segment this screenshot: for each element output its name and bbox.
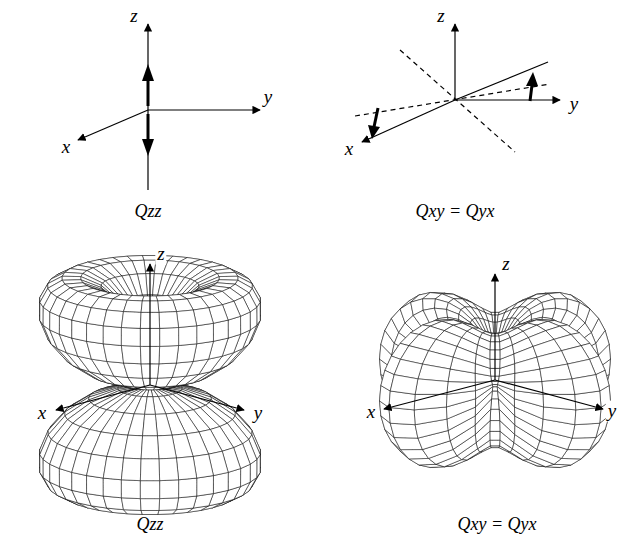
mesh-cell (475, 409, 491, 434)
mesh-cell (179, 326, 197, 346)
dipole-arrows (368, 72, 538, 139)
mesh-cell (490, 421, 500, 432)
mesh-cell (124, 435, 143, 459)
mesh-cell (140, 481, 159, 499)
mesh-cell (103, 310, 123, 327)
dipole-arrows (142, 64, 154, 156)
mesh-cell (197, 323, 214, 344)
mesh-cell (62, 272, 83, 276)
mesh-cell (157, 435, 176, 459)
radiation-pattern (40, 256, 611, 515)
mesh-cell (491, 399, 500, 409)
mesh-cell (87, 476, 104, 496)
mesh-cell (128, 414, 145, 436)
mesh-cell (217, 272, 238, 276)
mesh-cell (121, 327, 140, 346)
mesh-cell (103, 496, 123, 510)
mesh-cell (128, 377, 145, 387)
mesh-cell (159, 312, 179, 329)
mesh-cell (492, 381, 499, 384)
mesh-cell (121, 312, 141, 329)
mesh-cell (160, 480, 179, 499)
mesh-cell (515, 357, 540, 373)
mesh-cell (145, 397, 156, 415)
mesh-cell (390, 423, 418, 438)
mesh-cell (499, 409, 515, 434)
mesh-cell (121, 458, 141, 481)
mesh-cell (140, 459, 159, 481)
mesh-cell (434, 308, 447, 319)
mesh-cell (103, 456, 123, 479)
mesh-cell (141, 510, 159, 514)
mesh-cell (158, 300, 177, 312)
mesh-cell (490, 440, 500, 446)
mesh-cell (213, 320, 228, 341)
mesh-cell (492, 385, 497, 387)
mesh-cell (159, 458, 179, 481)
mesh-cell (490, 409, 500, 420)
mesh-cell (121, 346, 141, 364)
qzz-pattern (40, 256, 260, 515)
mesh-cell (140, 499, 159, 511)
mesh-cell (103, 344, 123, 363)
mesh-cell (159, 498, 179, 511)
mesh-cell (159, 346, 179, 364)
mesh-cell (123, 300, 142, 312)
mesh-cell (177, 496, 197, 510)
mesh-cell (103, 326, 121, 346)
mesh-cell (87, 323, 104, 344)
mesh-cell (143, 414, 158, 436)
mesh-cell (515, 382, 544, 395)
mesh-cell (434, 299, 448, 310)
mesh-cell (72, 320, 87, 341)
mesh-cell (157, 363, 176, 378)
mesh-cell (145, 387, 156, 389)
mesh-cell (176, 456, 196, 479)
mesh-cell (177, 310, 197, 327)
mesh-cell (572, 423, 600, 438)
mesh-cell (103, 478, 121, 498)
mesh-cell (155, 414, 172, 436)
mesh-cell (447, 382, 476, 395)
mesh-cell (155, 377, 172, 387)
mesh-cell (500, 345, 514, 359)
mesh-cell (213, 472, 228, 493)
mesh-cell (542, 299, 556, 310)
qxy-axes (355, 24, 560, 152)
mesh-cell (492, 387, 497, 391)
mesh-cell (179, 478, 197, 498)
mesh-cell (476, 345, 490, 359)
mesh-cell (121, 498, 141, 511)
mesh-cell (490, 431, 500, 440)
mesh-cell (492, 391, 499, 399)
mesh-cell (450, 357, 475, 373)
mesh-cell (197, 476, 214, 496)
mesh-cell (542, 308, 555, 319)
mesh-cell (124, 363, 143, 378)
mesh-cell (490, 446, 499, 448)
mesh-cell (72, 472, 87, 493)
mesh-cell (176, 344, 196, 363)
qzz-axes (78, 24, 260, 190)
mesh-cell (160, 327, 179, 346)
mesh-cell (121, 480, 140, 499)
mesh-cell (141, 436, 159, 459)
